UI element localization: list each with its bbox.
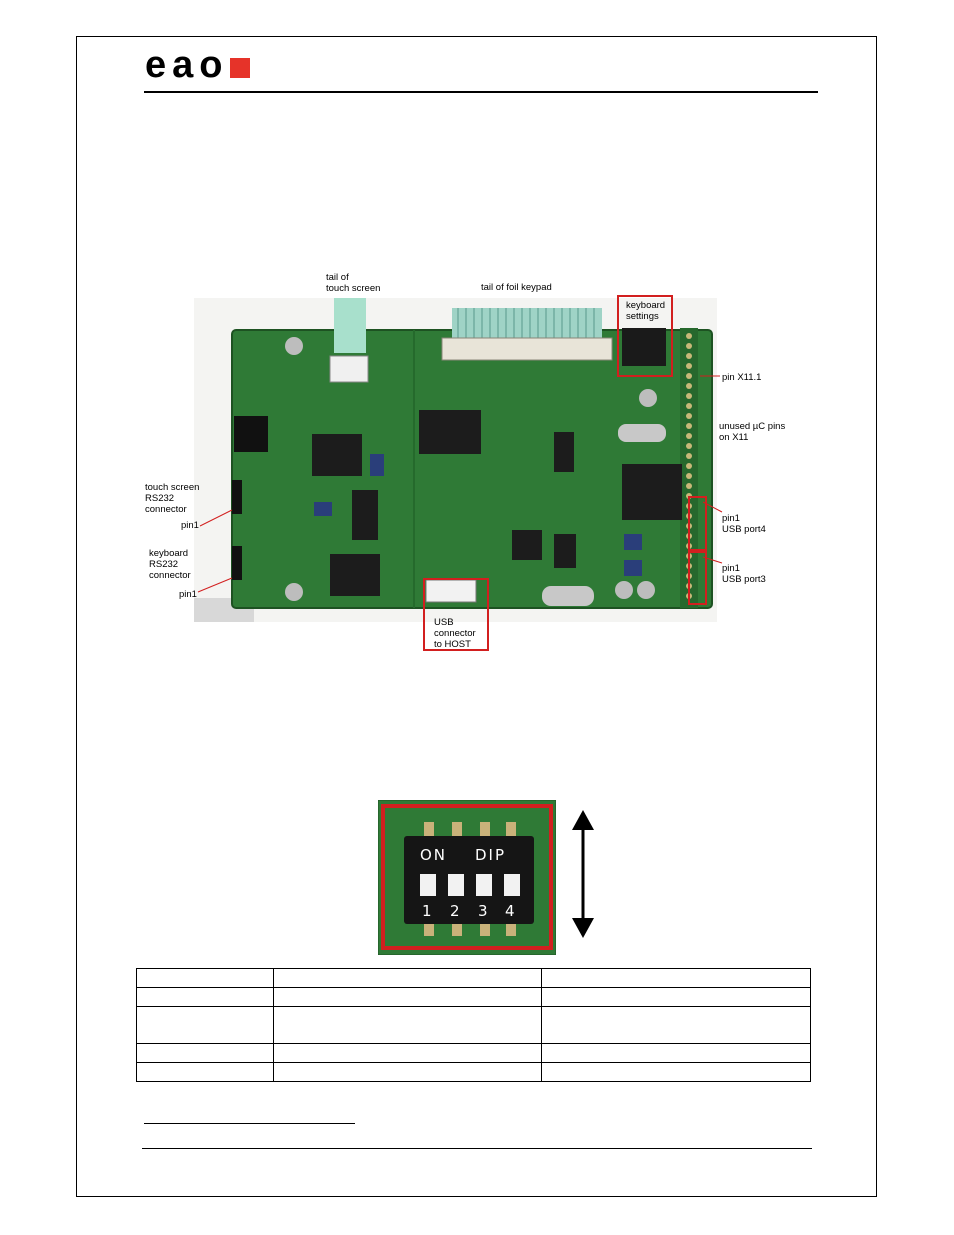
double-arrow-icon: [568, 810, 598, 938]
usb-port3-box: [688, 551, 707, 605]
table-cell: [272, 1062, 543, 1082]
eao-logo: eao: [145, 44, 251, 86]
table-cell: [136, 1043, 274, 1063]
dip-number-1: 1: [422, 902, 432, 920]
dip-settings-table: [136, 968, 811, 1082]
dip-number-4: 4: [505, 902, 515, 920]
unused-pins-label: unused µC pins on X11: [719, 421, 786, 443]
tail-touch-screen-label: tail of touch screen: [326, 272, 381, 294]
keyboard-settings-box: [617, 295, 673, 377]
keyboard-settings-label: keyboard settings: [626, 300, 666, 322]
footer-rule: [142, 1148, 812, 1149]
usb-host-box: [423, 578, 489, 651]
footnote-rule: [144, 1123, 355, 1124]
header-rule: [144, 91, 818, 93]
table-row: [136, 1006, 811, 1044]
table-cell: [136, 968, 274, 988]
table-cell: [136, 1062, 274, 1082]
logo-red-square: [230, 58, 251, 78]
table-cell: [541, 1043, 811, 1063]
keyboard-rs232-label: keyboard RS232 connector: [149, 548, 191, 581]
dip-number-3: 3: [478, 902, 488, 920]
table-cell: [272, 987, 543, 1007]
usb-port4-box: [688, 496, 707, 551]
dip-on-label: ON: [420, 846, 448, 864]
usb-port4-label: pin1 USB port4: [722, 513, 766, 535]
dip-dip-label: DIP: [475, 846, 507, 864]
table-cell: [541, 968, 811, 988]
dip-switch-photo: ON DIP 1 2 3 4: [377, 799, 557, 956]
usb-host-label: USB connector to HOST: [434, 617, 476, 650]
table-cell: [541, 1062, 811, 1082]
usb-port3-label: pin1 USB port3: [722, 563, 766, 585]
table-row: [136, 1062, 811, 1082]
table-row: [136, 987, 811, 1007]
pin1-touch-label: pin1: [181, 520, 199, 531]
table-row: [136, 1043, 811, 1063]
page-frame: [76, 36, 877, 1197]
table-cell: [272, 1043, 543, 1063]
table-cell: [541, 1006, 811, 1044]
table-cell: [272, 1006, 543, 1044]
table-cell: [541, 987, 811, 1007]
table-cell: [272, 968, 543, 988]
touch-rs232-label: touch screen RS232 connector: [145, 482, 200, 515]
logo-text: eao: [145, 44, 229, 86]
pin1-keyboard-label: pin1: [179, 589, 197, 600]
pin-x11-label: pin X11.1: [722, 372, 762, 383]
pcb-photo: [194, 298, 717, 622]
table-cell: [136, 987, 274, 1007]
table-cell: [136, 1006, 274, 1044]
dip-number-2: 2: [450, 902, 460, 920]
table-row: [136, 968, 811, 988]
tail-foil-keypad-label: tail of foil keypad: [481, 282, 552, 293]
